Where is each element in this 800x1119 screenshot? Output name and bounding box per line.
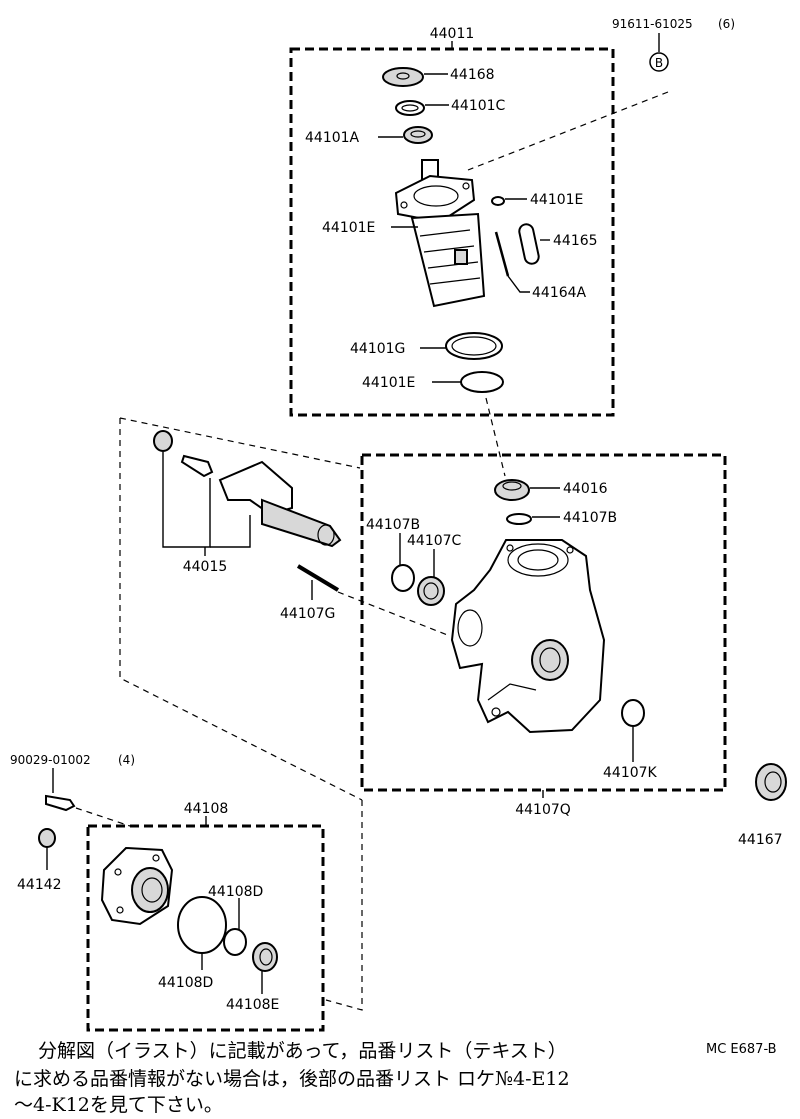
label-44101E-a: 44101E bbox=[530, 192, 583, 208]
label-90029-qty: (4) bbox=[118, 753, 135, 767]
valve-assembly-drawing bbox=[394, 159, 486, 308]
label-44101E-c: 44101E bbox=[362, 375, 415, 391]
label-44108E: 44108E bbox=[226, 997, 279, 1013]
label-44165: 44165 bbox=[553, 233, 598, 249]
label-44108D-a: 44108D bbox=[208, 884, 263, 900]
label-90029-01002: 90029-01002 bbox=[10, 753, 91, 767]
marker-b-letter: B bbox=[655, 56, 663, 70]
label-44101A: 44101A bbox=[305, 130, 360, 146]
label-44108: 44108 bbox=[184, 801, 229, 817]
label-44107Q: 44107Q bbox=[515, 802, 571, 818]
label-44142: 44142 bbox=[17, 877, 62, 893]
label-44107K: 44107K bbox=[603, 765, 658, 781]
gear-housing-drawing bbox=[450, 539, 606, 734]
label-91611-qty: (6) bbox=[718, 17, 735, 31]
diagram-code: MC E687-B bbox=[706, 1042, 777, 1057]
label-44101E-b: 44101E bbox=[322, 220, 375, 236]
sector-shaft-drawing bbox=[218, 460, 342, 548]
label-44101C: 44101C bbox=[451, 98, 506, 114]
label-44011: 44011 bbox=[430, 26, 475, 42]
label-44016: 44016 bbox=[563, 481, 608, 497]
note-line-2: に求める品番情報がない場合は，後部の品番リスト ロケ№4-E12 bbox=[14, 1068, 570, 1090]
label-44107B-b: 44107B bbox=[366, 517, 420, 533]
label-44101G: 44101G bbox=[350, 341, 405, 357]
label-44168: 44168 bbox=[450, 67, 495, 83]
note-line-1: 分解図（イラスト）に記載があって，品番リスト（テキスト） bbox=[38, 1040, 567, 1062]
label-44107C: 44107C bbox=[407, 533, 462, 549]
label-44167: 44167 bbox=[738, 832, 783, 848]
note-line-3: ～4-K12を見て下さい。 bbox=[14, 1094, 223, 1116]
label-44164A: 44164A bbox=[532, 285, 587, 301]
label-44107B-a: 44107B bbox=[563, 510, 617, 526]
marker-b-circle bbox=[649, 52, 669, 72]
end-cover-drawing bbox=[100, 846, 174, 926]
label-44108D-b: 44108D bbox=[158, 975, 213, 991]
label-44107G: 44107G bbox=[280, 606, 335, 622]
label-91611-61025: 91611-61025 bbox=[612, 17, 693, 31]
label-44015: 44015 bbox=[183, 559, 228, 575]
